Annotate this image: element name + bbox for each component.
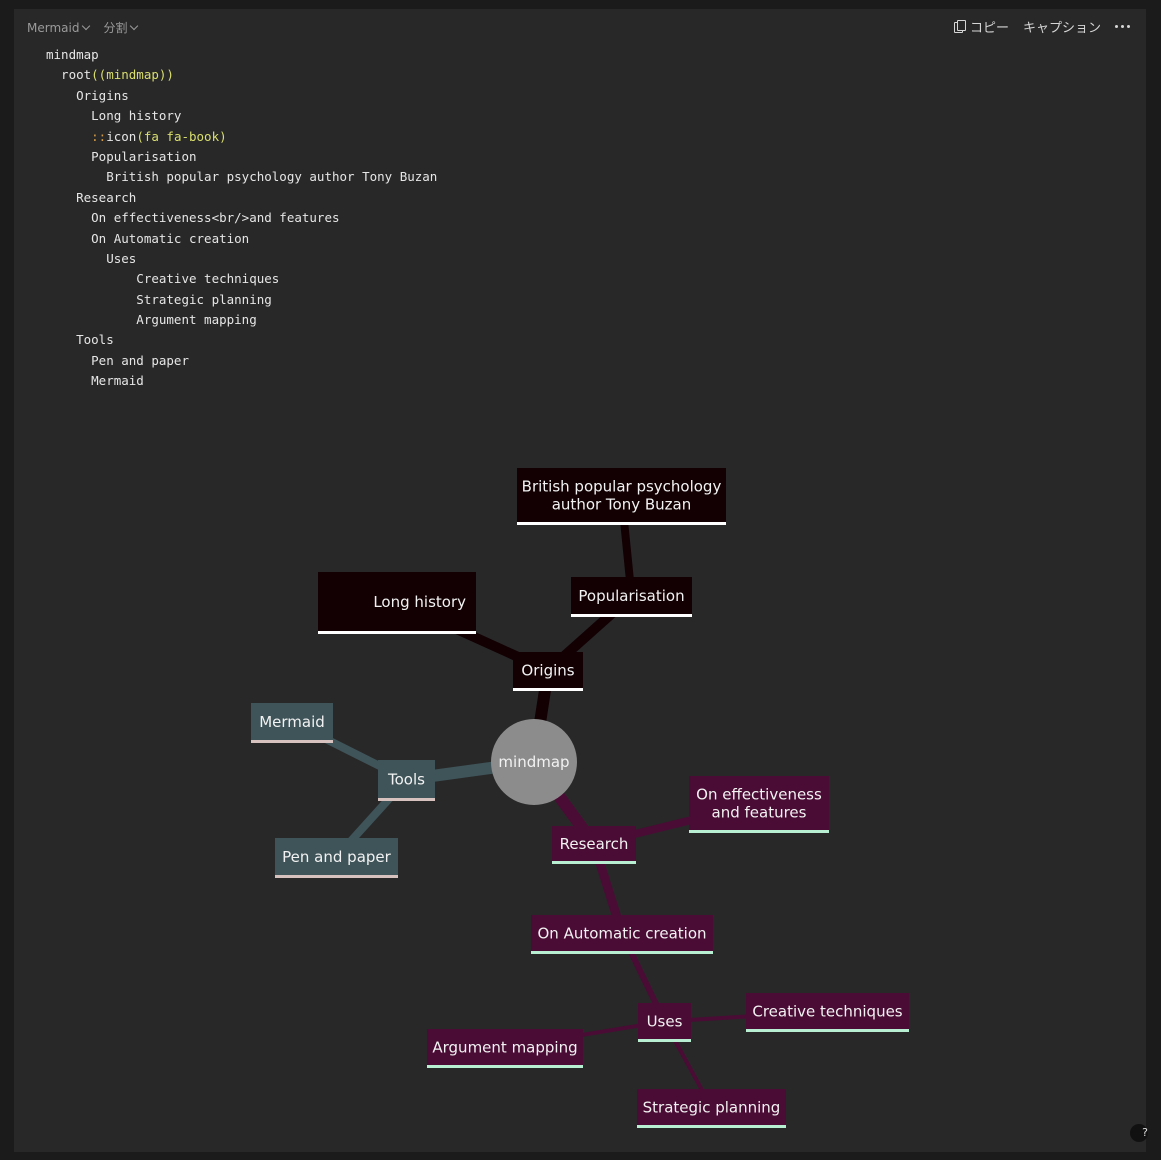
mindmap-node-pen_paper (275, 838, 398, 876)
mindmap-node-underline (689, 830, 829, 833)
code-token: (fa fa-book) (136, 128, 227, 144)
mindmap-node-label: Long history (373, 593, 466, 611)
code-line: British popular psychology author Tony B… (46, 167, 437, 187)
code-line: On Automatic creation (46, 229, 437, 249)
mindmap-node-label: Pen and paper (282, 848, 391, 866)
mindmap-root-node (491, 719, 577, 805)
mindmap-node-underline (513, 688, 583, 691)
mindmap-node-creative (746, 993, 909, 1030)
mindmap-node-long_history (318, 572, 476, 632)
code-token: Argument mapping (46, 312, 257, 328)
mindmap-node-label: Tools (387, 771, 425, 789)
copy-label: コピー (969, 21, 1009, 36)
language-label: Mermaid (27, 20, 80, 35)
mindmap-node-popularisation (571, 577, 692, 615)
mindmap-node-underline (275, 875, 398, 878)
mindmap-node-underline (318, 631, 476, 634)
mindmap-node-label: Uses (647, 1013, 683, 1031)
code-token: Uses (46, 250, 137, 266)
code-token: British popular psychology author Tony B… (46, 169, 438, 185)
code-line: Strategic planning (46, 290, 437, 310)
code-line: ::icon(fa fa-book) (46, 127, 437, 147)
mindmap-node-label: British popular psychology (522, 478, 722, 496)
mindmap-node-underline (531, 951, 713, 954)
mindmap-diagram: mindmap Origins Long history Popularisation… (251, 468, 909, 1128)
mindmap-node-effectiveness (689, 776, 829, 831)
code-token: On Automatic creation (46, 230, 250, 246)
view-mode-dropdown[interactable]: 分割 (103, 19, 139, 36)
code-line: root((mindmap)) (46, 65, 437, 85)
caption-button[interactable]: キャプション (1023, 17, 1101, 36)
code-token: Mermaid (46, 373, 144, 389)
copy-icon (953, 20, 966, 33)
code-line: Argument mapping (46, 310, 437, 330)
code-token: Pen and paper (46, 352, 189, 368)
mindmap-node-label: Origins (521, 662, 574, 680)
code-line: Long history (46, 106, 437, 126)
code-line: Pen and paper (46, 351, 437, 371)
mindmap-node-automatic (531, 915, 713, 952)
mindmap-node-underline (517, 522, 726, 525)
code-token: ((mindmap)) (91, 67, 174, 83)
code-line: Popularisation (46, 147, 437, 167)
mindmap-node-underline (552, 861, 636, 864)
mindmap-node-label: Mermaid (259, 713, 325, 731)
help-button[interactable]: ? (1130, 1124, 1148, 1142)
code-token: Creative techniques (46, 271, 280, 287)
mindmap-node-buzan (517, 468, 726, 523)
code-token: Long history (46, 108, 182, 124)
mindmap-root-label: mindmap (498, 753, 569, 771)
code-line: mindmap (46, 45, 437, 65)
mindmap-node-label: Argument mapping (432, 1039, 577, 1057)
mindmap-node-underline (251, 740, 333, 743)
code-line: Tools (46, 330, 437, 350)
mindmap-node-research (552, 826, 636, 862)
mindmap-node-uses (638, 1003, 691, 1040)
mindmap-node-underline (378, 798, 435, 801)
code-token: Tools (46, 332, 114, 348)
caption-label: キャプション (1022, 21, 1101, 36)
view-mode-label: 分割 (103, 21, 128, 35)
mindmap-node-label: Strategic planning (643, 1099, 781, 1117)
mindmap-node-label: On Automatic creation (537, 925, 706, 943)
mindmap-node-label: Creative techniques (752, 1003, 902, 1021)
more-options-icon[interactable] (1115, 21, 1130, 32)
mindmap-node-strategic (637, 1089, 786, 1126)
language-dropdown[interactable]: Mermaid (27, 19, 91, 36)
code-token: mindmap (46, 47, 99, 62)
code-token: root (46, 67, 92, 83)
mermaid-source-code[interactable]: mindmap root((mindmap)) Origins Long his… (46, 45, 437, 392)
mindmap-node-mermaid (251, 703, 333, 741)
code-line: Creative techniques (46, 269, 437, 289)
code-line: Mermaid (46, 371, 437, 391)
mindmap-node-underline (637, 1125, 786, 1128)
mindmap-node-underline (427, 1065, 583, 1068)
mindmap-node-underline (571, 614, 692, 617)
code-token: Research (46, 189, 137, 205)
mindmap-node-underline (746, 1029, 909, 1032)
code-block-toolbar: Mermaid 分割 コピー キャプション (14, 9, 1146, 43)
mindmap-node-label: On effectiveness (696, 786, 822, 804)
code-token: On effectiveness<br/>and features (46, 210, 340, 226)
code-token: :: (91, 128, 107, 144)
code-line: Uses (46, 249, 437, 269)
mindmap-node-label: and features (712, 804, 807, 822)
mindmap-node-underline (638, 1039, 691, 1042)
code-line: On effectiveness<br/>and features (46, 208, 437, 228)
mindmap-node-label: Popularisation (578, 587, 684, 605)
copy-button[interactable]: コピー (953, 17, 1009, 36)
mermaid-panel: Mermaid 分割 コピー キャプション mindmap root((mind… (14, 9, 1148, 1152)
code-token: Strategic planning (46, 291, 272, 307)
code-line: Origins (46, 86, 437, 106)
mindmap-node-label: Research (560, 835, 629, 853)
mindmap-node-tools (378, 760, 435, 799)
mindmap-node-origins (513, 652, 583, 689)
code-token: icon (106, 128, 137, 144)
mindmap-node-label: author Tony Buzan (552, 496, 692, 514)
code-token: Popularisation (46, 148, 197, 164)
mindmap-node-argument (427, 1029, 583, 1066)
code-line: Research (46, 188, 437, 208)
code-token: Origins (46, 87, 129, 103)
